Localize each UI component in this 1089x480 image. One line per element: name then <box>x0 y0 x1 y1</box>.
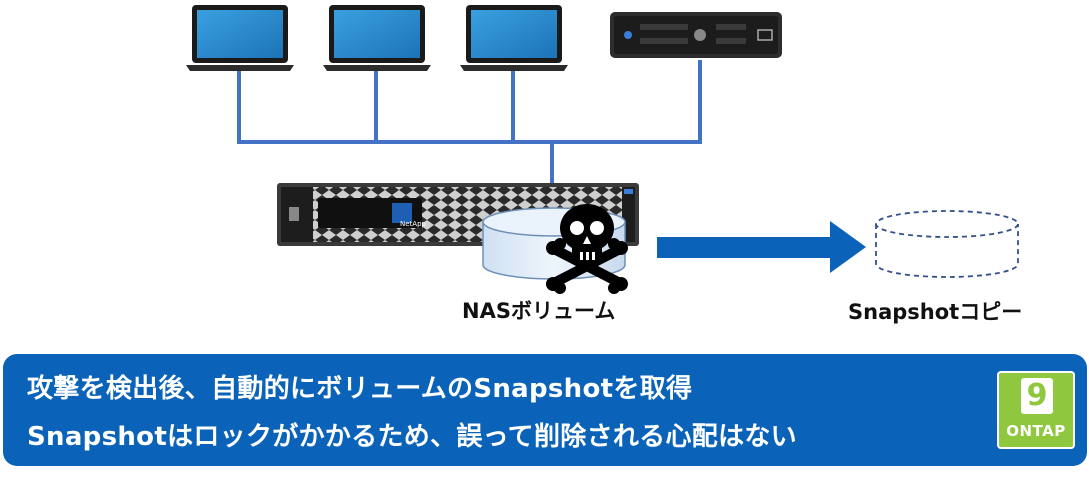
laptop-icon <box>460 5 568 71</box>
info-banner: 攻撃を検出後、自動的にボリュームのSnapshotを取得 Snapshotはロッ… <box>3 354 1087 466</box>
network-connectors <box>237 60 702 215</box>
diagram-canvas: NetApp <box>186 5 1019 294</box>
laptop-icon <box>186 5 294 71</box>
banner-line-1: 攻撃を検出後、自動的にボリュームのSnapshotを取得 <box>27 374 693 404</box>
nas-volume-label: NASボリューム <box>462 299 616 323</box>
snapshot-database-icon <box>875 210 1019 278</box>
skull-crossbones-icon <box>546 204 628 294</box>
banner-line-2: Snapshotはロックがかかるため、誤って削除される心配はない <box>27 422 797 452</box>
ontap-badge-word: ONTAP <box>1006 422 1066 440</box>
server-icon <box>610 12 782 58</box>
ontap-badge: 9 ONTAP <box>997 371 1075 449</box>
snapshot-copy-label: Snapshotコピー <box>848 300 1023 324</box>
arrow-right-icon <box>657 221 866 273</box>
ontap-badge-number: 9 <box>1021 378 1053 414</box>
laptop-icon <box>323 5 431 71</box>
storage-brand: NetApp <box>400 220 427 228</box>
